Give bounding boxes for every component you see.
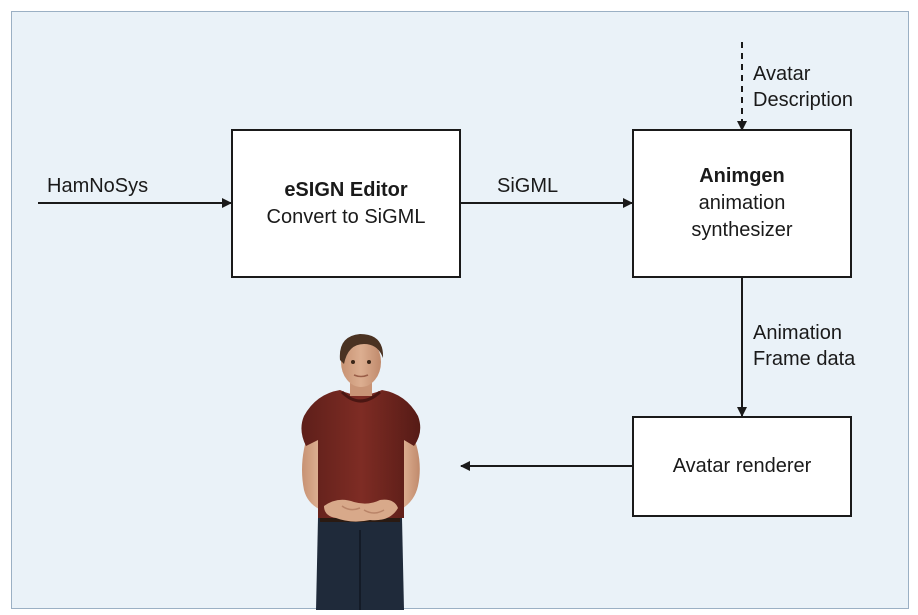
label-avatar-description: Avatar Description [753, 61, 853, 113]
esign-editor-subtitle: Convert to SiGML [266, 205, 426, 228]
label-animation-frame-data-line1: Animation [753, 322, 842, 344]
label-animation-frame-data-line2: Frame data [753, 348, 856, 370]
animgen-line2: synthesizer [691, 219, 793, 241]
avatar-left-eye [351, 360, 355, 364]
esign-editor-box: eSIGN Editor Convert to SiGML [231, 129, 461, 278]
avatar-shirt [301, 390, 421, 518]
label-animation-frame-data: Animation Frame data [753, 320, 855, 372]
animgen-title: Animgen [699, 165, 785, 187]
avatar-fingers [341, 505, 385, 514]
avatar-hands [324, 499, 398, 522]
avatar-renderer-box: Avatar renderer [632, 416, 852, 517]
esign-editor-title: eSIGN Editor [284, 178, 408, 201]
avatar-hair [339, 334, 384, 364]
avatar-head [341, 337, 381, 387]
avatar-collar [340, 390, 382, 403]
label-avatar-description-line1: Avatar [753, 63, 811, 85]
avatar-renderer-title: Avatar renderer [672, 455, 812, 477]
animgen-line1: animation [698, 192, 786, 214]
label-hamnosys: HamNoSys [47, 175, 149, 197]
label-sigml: SiGML [497, 175, 559, 197]
avatar-right-eye [367, 360, 371, 364]
animgen-box: Animgen animation synthesizer [632, 129, 852, 278]
signing-avatar-figure [301, 334, 421, 610]
avatar-mouth [353, 374, 369, 378]
label-avatar-description-line2: Description [753, 89, 854, 111]
